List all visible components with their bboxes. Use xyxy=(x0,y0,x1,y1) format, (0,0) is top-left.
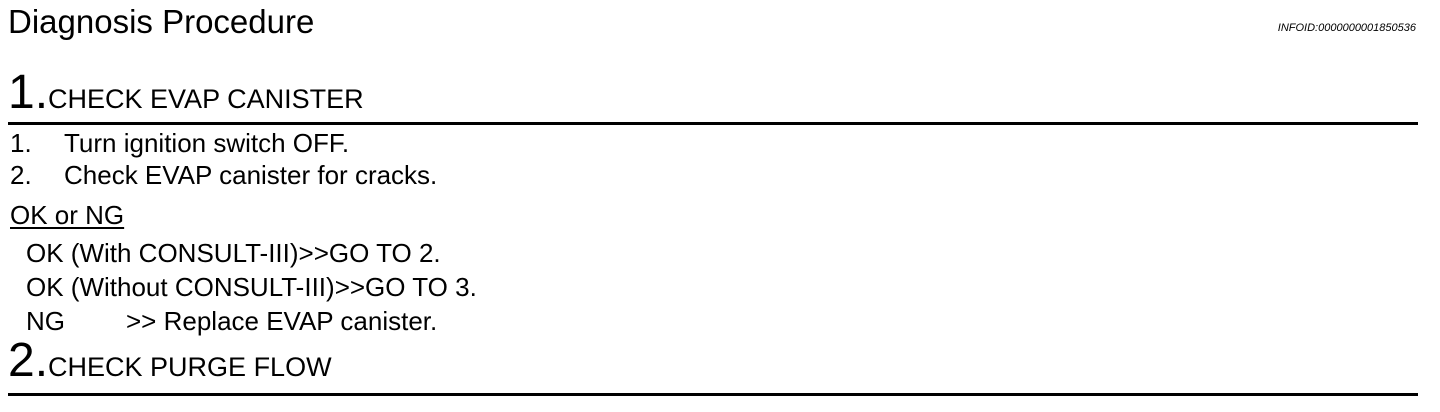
result-action: >> Replace EVAP canister. xyxy=(126,306,438,336)
info-id: INFOID:0000000001850536 xyxy=(1277,22,1416,34)
result-action: >>GO TO 3. xyxy=(334,272,477,302)
item-text: Turn ignition switch OFF. xyxy=(64,128,350,158)
step-2-title: CHECK PURGE FLOW xyxy=(48,352,332,382)
item-text: Check EVAP canister for cracks. xyxy=(64,160,438,190)
result-label: OK (With CONSULT-III) xyxy=(26,238,299,268)
result-ng: NG >> Replace EVAP canister. xyxy=(26,306,437,336)
item-number: 1. xyxy=(10,128,32,158)
result-heading: OK or NG xyxy=(10,200,125,230)
step-2-heading: 2. CHECK PURGE FLOW xyxy=(8,336,332,392)
step-1-item-2: 2. Check EVAP canister for cracks. xyxy=(10,160,437,190)
step-2-number: 2. xyxy=(8,334,49,387)
result-label: NG xyxy=(26,306,65,336)
result-ok-without-consult: OK (Without CONSULT-III)>>GO TO 3. xyxy=(26,272,477,302)
step-1-title: CHECK EVAP CANISTER xyxy=(48,84,364,114)
step-1-heading: 1. CHECK EVAP CANISTER xyxy=(8,68,364,124)
step-1-item-1: 1. Turn ignition switch OFF. xyxy=(10,128,349,158)
step-1-number: 1. xyxy=(8,66,49,119)
step-2-divider xyxy=(8,393,1418,396)
result-label: OK (Without CONSULT-III) xyxy=(26,272,335,302)
result-ok-with-consult: OK (With CONSULT-III)>>GO TO 2. xyxy=(26,238,441,268)
page-title: Diagnosis Procedure xyxy=(8,3,315,40)
step-1-divider xyxy=(8,122,1418,125)
result-action: >>GO TO 2. xyxy=(298,238,441,268)
item-number: 2. xyxy=(10,160,32,190)
